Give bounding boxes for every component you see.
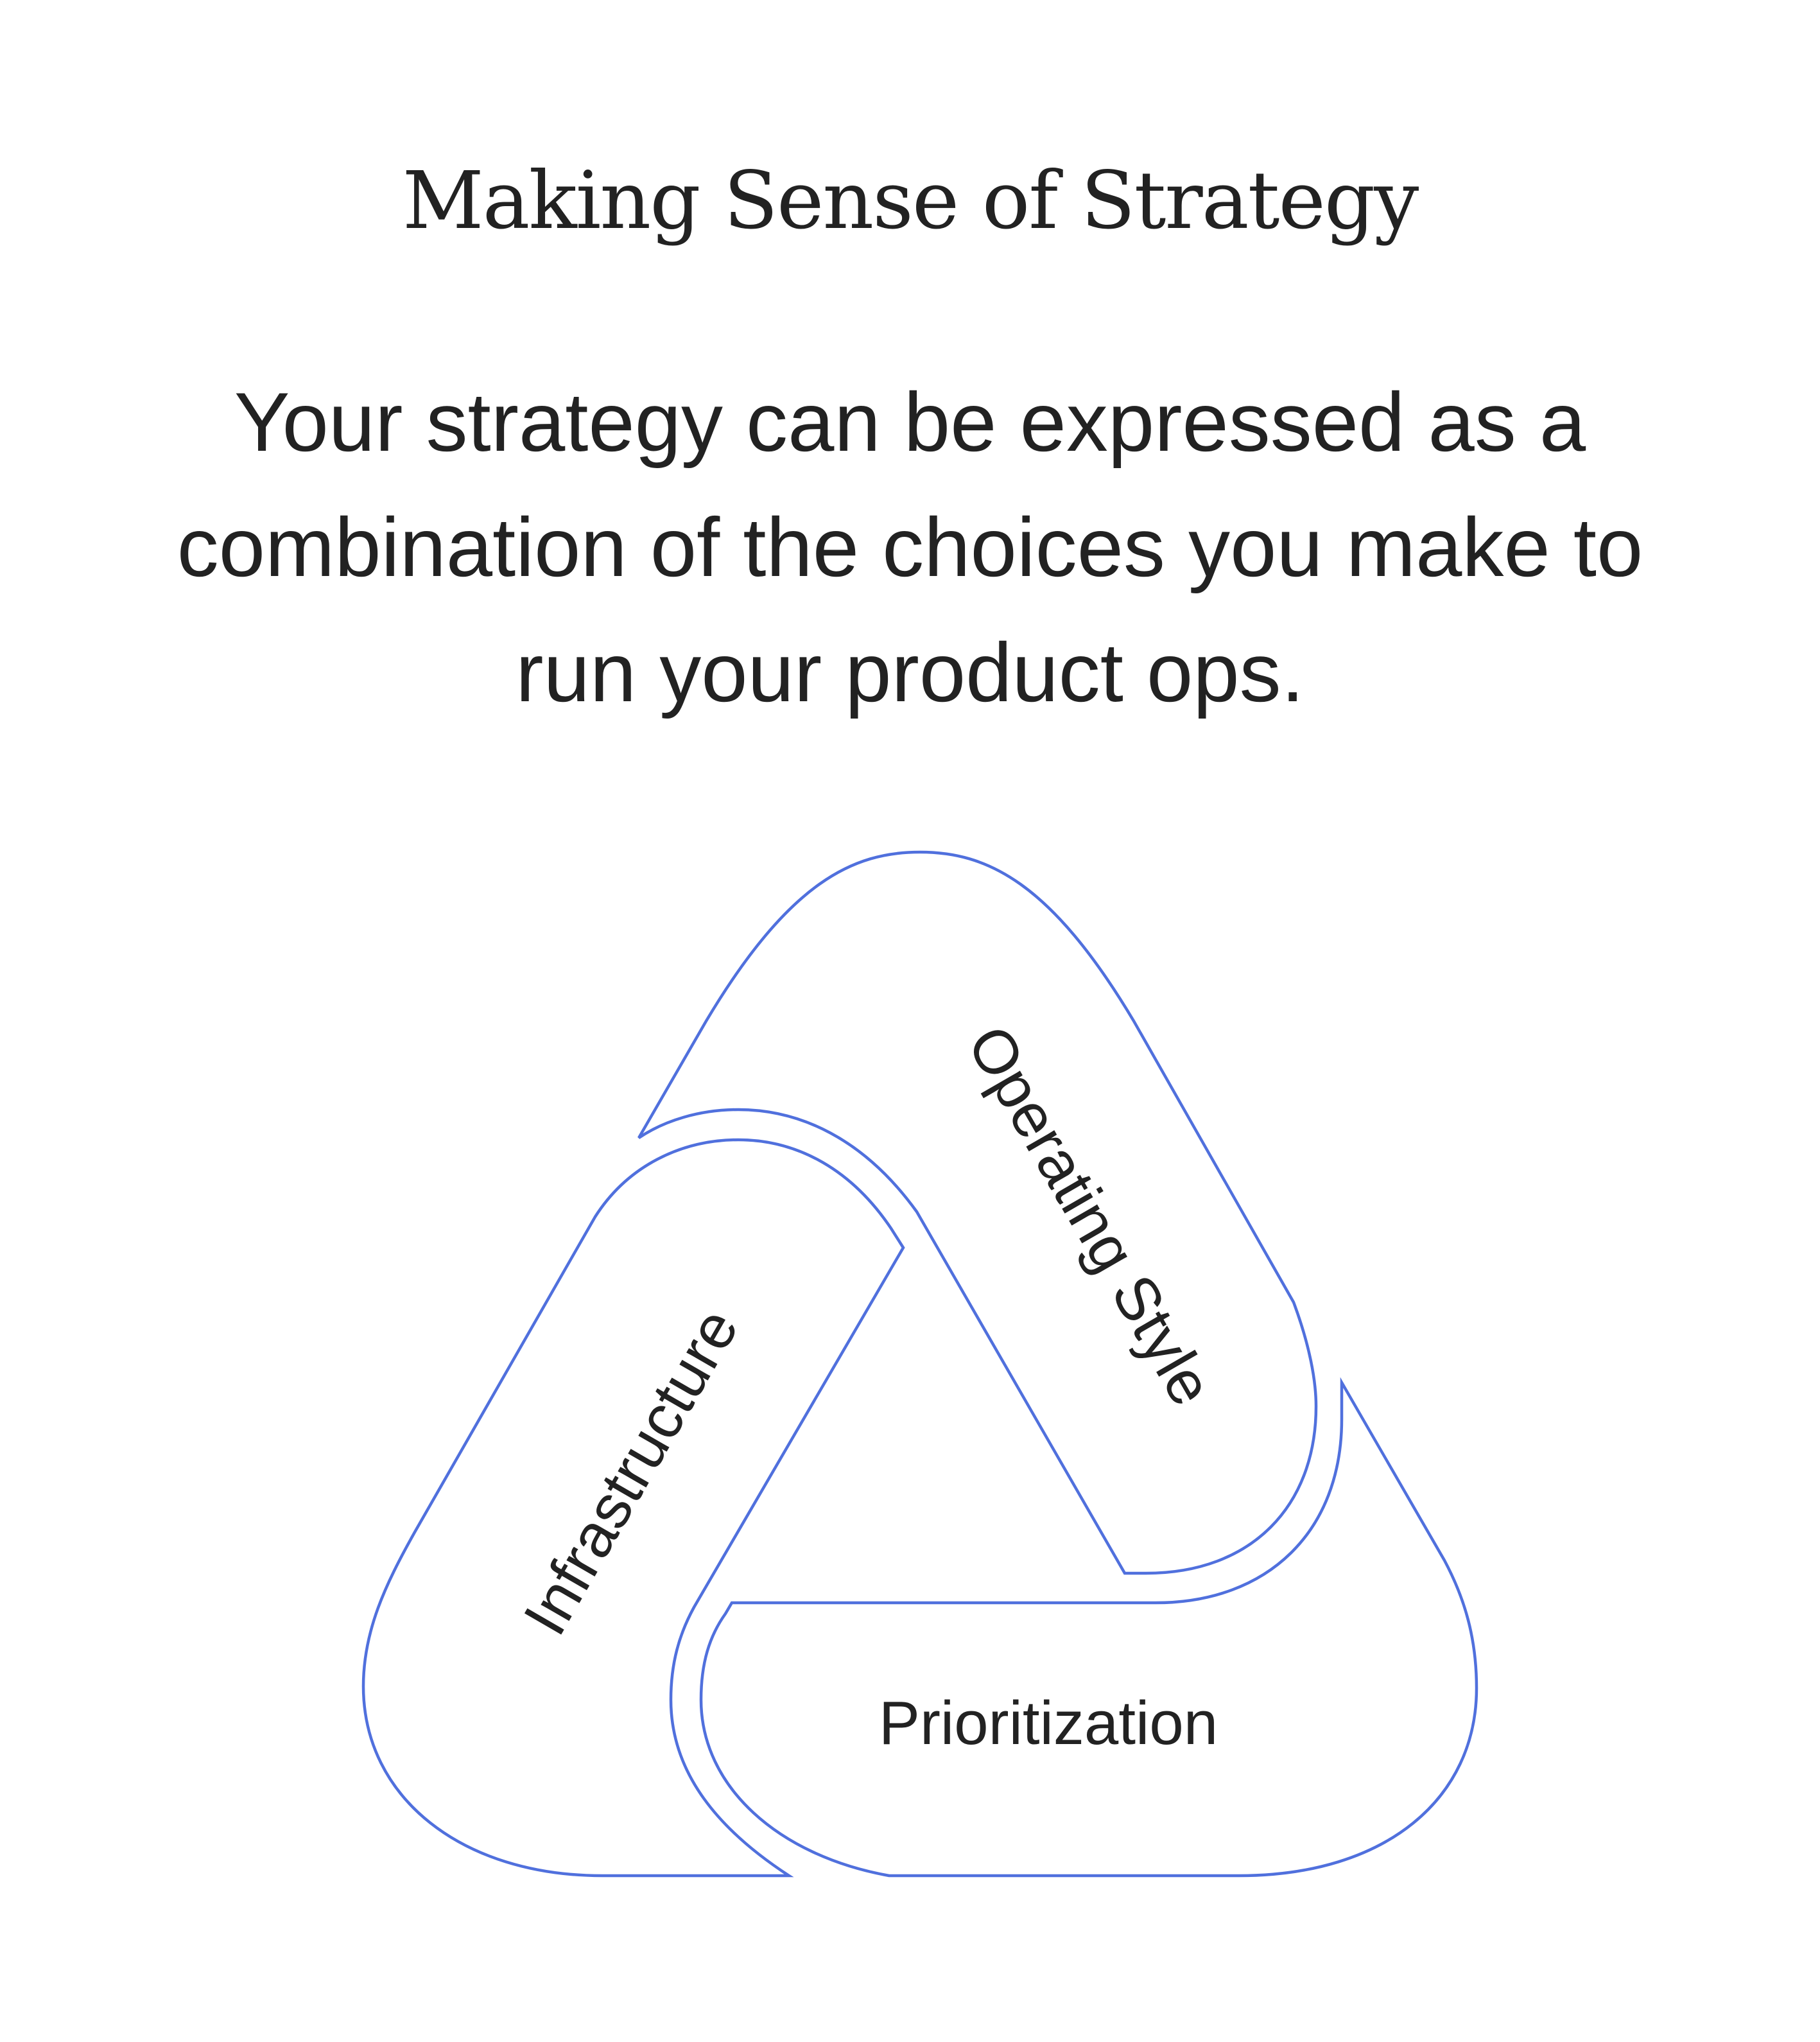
prioritization-label: Prioritization	[879, 1689, 1218, 1758]
infrastructure-shape	[361, 1138, 905, 1878]
intro-line-3: run your product ops.	[516, 625, 1304, 719]
segment-prioritization: Prioritization	[699, 1377, 1478, 1878]
intro-line-1: Your strategy can be expressed as a	[234, 375, 1586, 469]
intro-line-2: combination of the choices you make to	[177, 500, 1643, 594]
prioritization-shape	[699, 1377, 1478, 1878]
operating-style-shape	[637, 850, 1318, 1575]
page-title: Making Sense of Strategy	[402, 155, 1419, 247]
intro-text: Your strategy can be expressed as a comb…	[128, 360, 1692, 735]
